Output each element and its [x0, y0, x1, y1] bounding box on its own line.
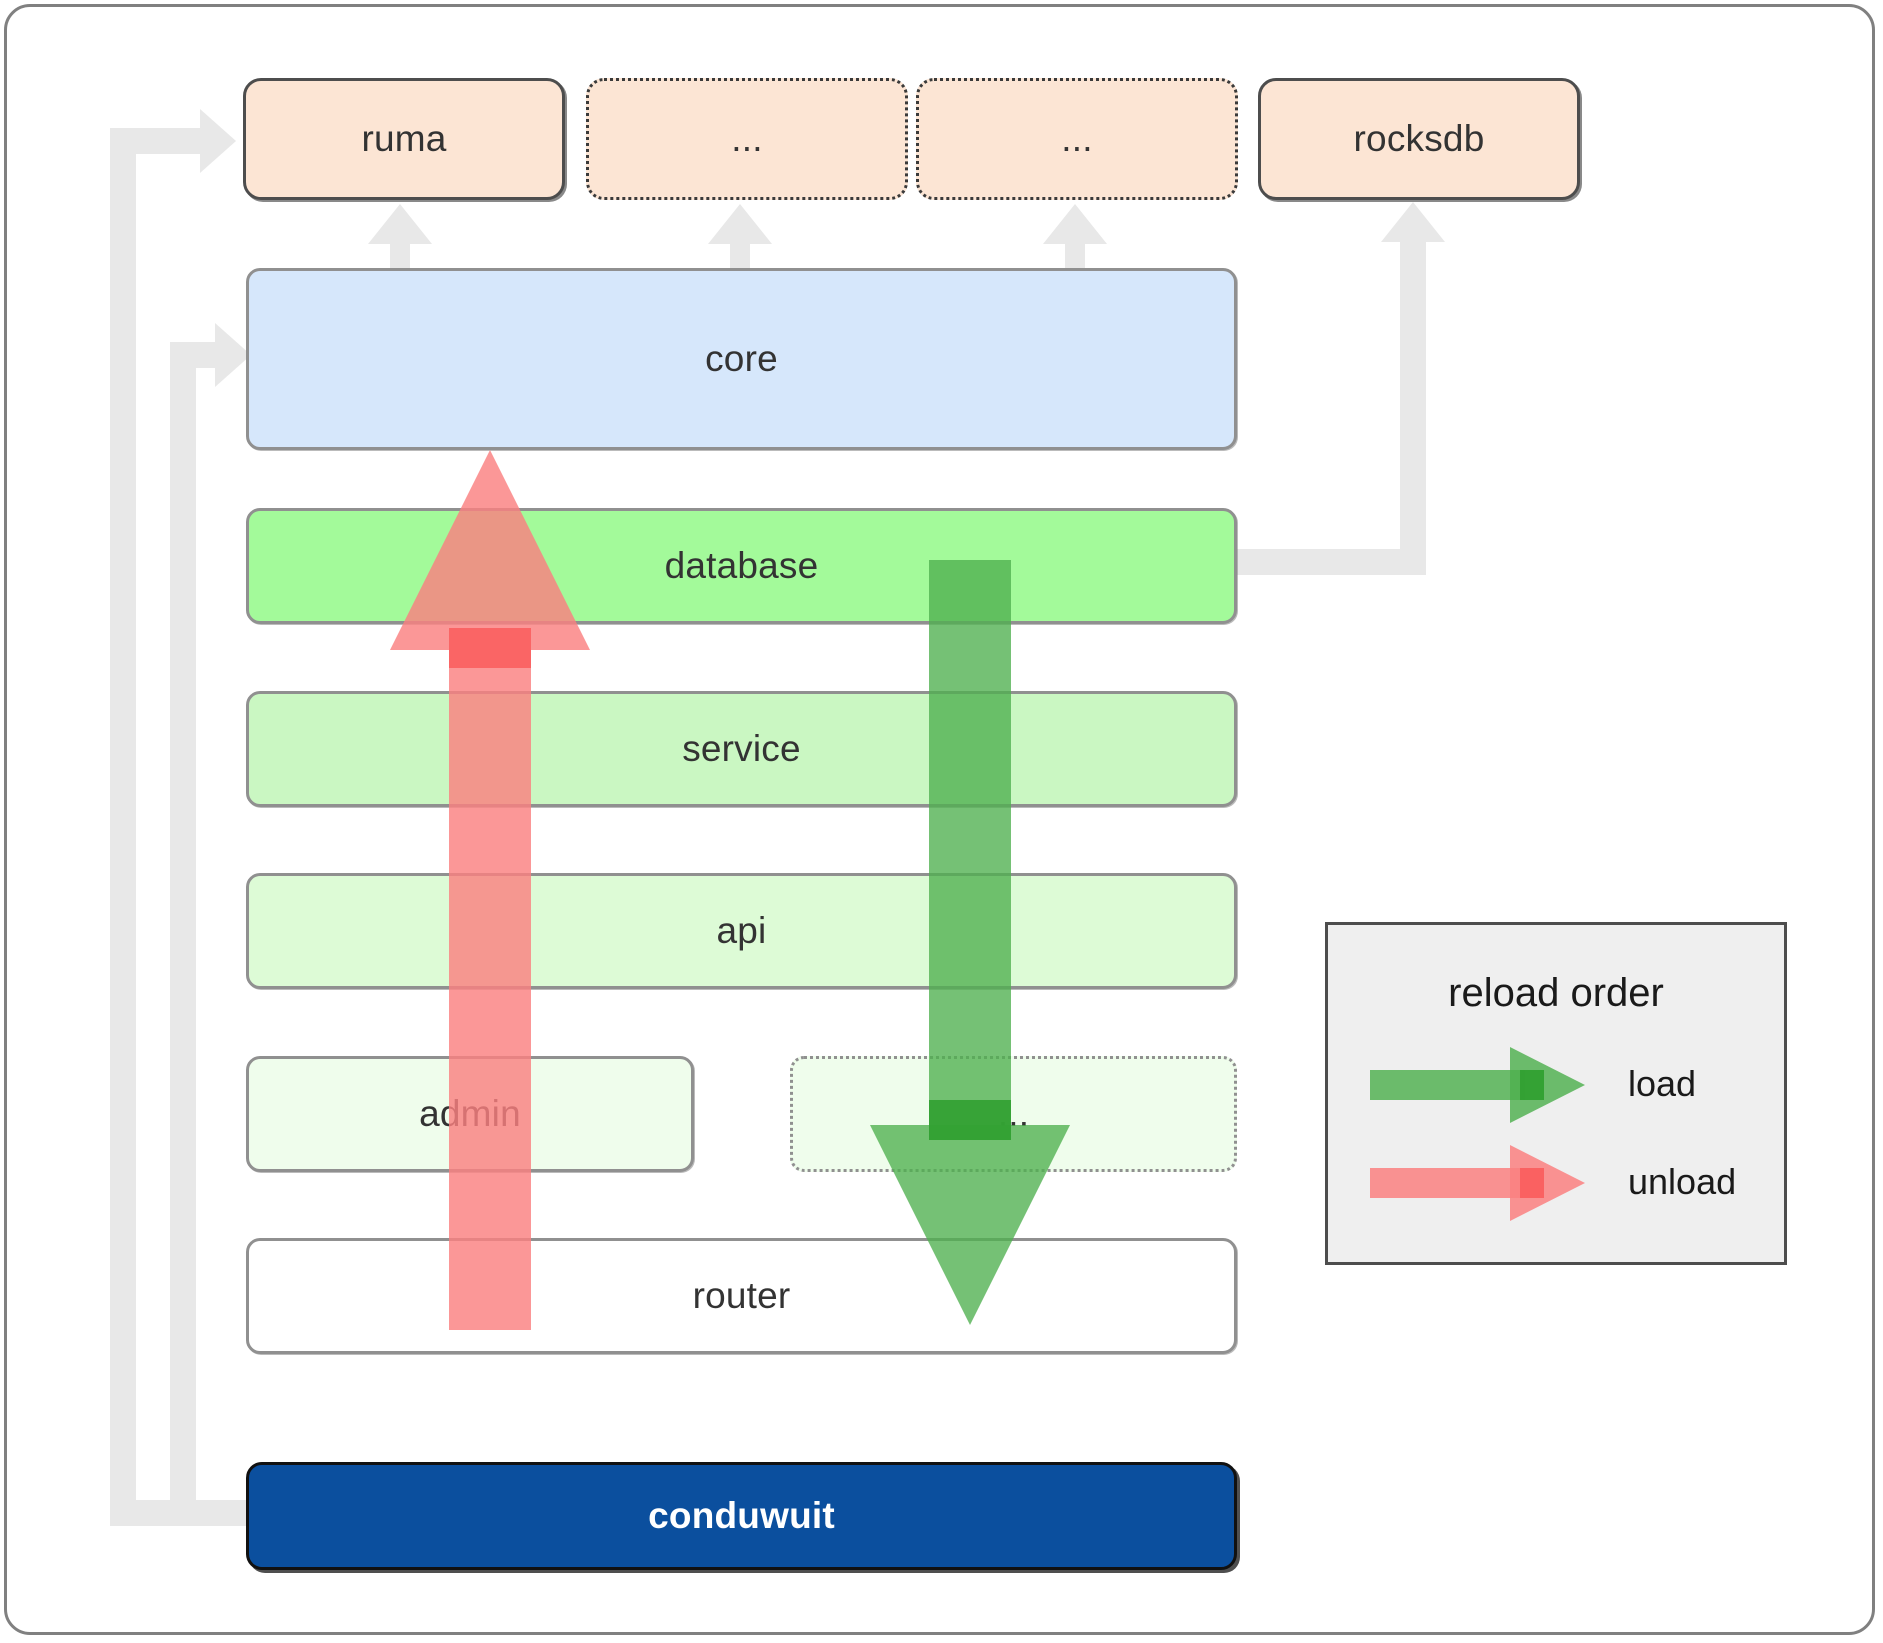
connector-conduwuit-to-ruma-arrowhead — [200, 109, 236, 173]
connector-database-to-rocksdb-arrowhead — [1381, 202, 1445, 242]
layer-node-api[interactable]: api — [246, 873, 1237, 989]
layer-node-router[interactable]: router — [246, 1238, 1237, 1354]
layer-node-label: core — [705, 338, 778, 379]
connector-conduwuit-to-core-arrowhead — [215, 323, 251, 387]
legend-unload-arrow-notch — [1520, 1168, 1544, 1198]
legend-load-arrow-notch — [1520, 1070, 1544, 1100]
dependency-node-rocksdb[interactable]: rocksdb — [1258, 78, 1580, 200]
layer-node-core[interactable]: core — [246, 268, 1237, 450]
layer-node-label: api — [716, 910, 767, 951]
layer-node-database[interactable]: database — [246, 508, 1237, 624]
dependency-node-label: ... — [731, 118, 763, 159]
connector-core-to-ruma-arrowhead — [368, 204, 432, 244]
connector-core-to-dep3-arrowhead — [1043, 204, 1107, 244]
app-node-conduwuit[interactable]: conduwuit — [246, 1462, 1237, 1570]
layer-node-label: service — [682, 728, 801, 769]
dependency-node-label: ruma — [361, 118, 447, 159]
legend-title: reload order — [1448, 971, 1664, 1015]
legend-panel: reload order load unload — [1325, 922, 1787, 1265]
connector-core-to-dep2-arrowhead — [708, 204, 772, 244]
connector-database-to-rocksdb-horizontal — [1236, 549, 1426, 575]
layer-node-placeholder[interactable]: ... — [790, 1056, 1237, 1172]
layer-node-service[interactable]: service — [246, 691, 1237, 807]
dependency-node-label: rocksdb — [1353, 118, 1485, 159]
connector-conduwuit-to-core-vertical — [170, 342, 196, 1502]
layer-node-label: admin — [419, 1093, 521, 1134]
layer-node-label: database — [664, 545, 819, 586]
layer-node-label: ... — [997, 1093, 1030, 1134]
dependency-node-ruma[interactable]: ruma — [243, 78, 565, 200]
connector-conduwuit-to-ruma-horizontal-top — [110, 128, 210, 154]
layer-node-admin[interactable]: admin — [246, 1056, 694, 1172]
layer-node-label: router — [692, 1275, 791, 1316]
connector-conduwuit-to-ruma-vertical — [110, 128, 136, 1526]
app-node-label: conduwuit — [648, 1495, 835, 1536]
legend-unload-label: unload — [1628, 1161, 1737, 1202]
connector-database-to-rocksdb-vertical — [1400, 240, 1426, 575]
dependency-node-placeholder-1[interactable]: ... — [586, 78, 908, 200]
legend-load-arrow-shaft — [1370, 1070, 1525, 1100]
diagram-frame — [4, 4, 1875, 1635]
dependency-node-placeholder-2[interactable]: ... — [916, 78, 1238, 200]
legend-unload-arrow-shaft — [1370, 1168, 1525, 1198]
legend-load-label: load — [1628, 1063, 1697, 1104]
dependency-node-label: ... — [1061, 118, 1093, 159]
